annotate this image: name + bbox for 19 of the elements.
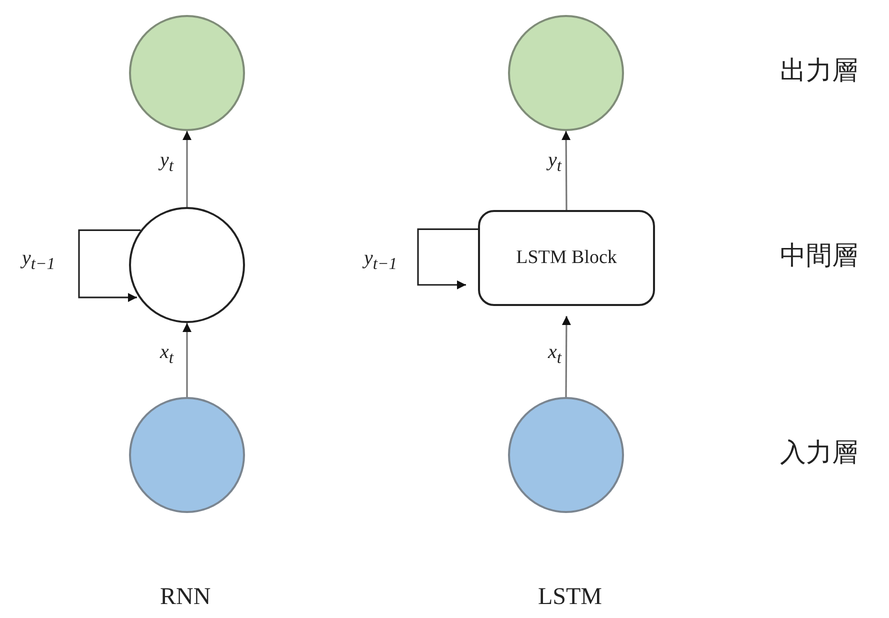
arrow	[182, 131, 192, 207]
lstm-block-box	[478, 210, 655, 306]
arrow	[562, 131, 571, 210]
model-label: LSTM	[538, 585, 602, 609]
model-label: RNN	[160, 585, 211, 609]
edge-label: x$_{t}$	[160, 342, 174, 367]
edge-label: y$_{t−1}$	[364, 248, 398, 273]
arrow	[182, 323, 192, 397]
edge-label: x$_{t}$	[548, 342, 562, 367]
edge-label: y$_{t}$	[160, 150, 174, 175]
layer-label: 出力層	[780, 58, 858, 84]
layer-label: 入力層	[780, 440, 858, 466]
block-label: LSTM Block	[516, 247, 617, 269]
loop-arrow	[78, 229, 141, 302]
edge-label: y$_{t−1}$	[22, 248, 56, 273]
layer-label: 中間層	[780, 243, 858, 269]
edge-label: y$_{t}$	[548, 150, 562, 175]
loop-arrow	[417, 228, 478, 290]
arrow	[562, 316, 571, 397]
